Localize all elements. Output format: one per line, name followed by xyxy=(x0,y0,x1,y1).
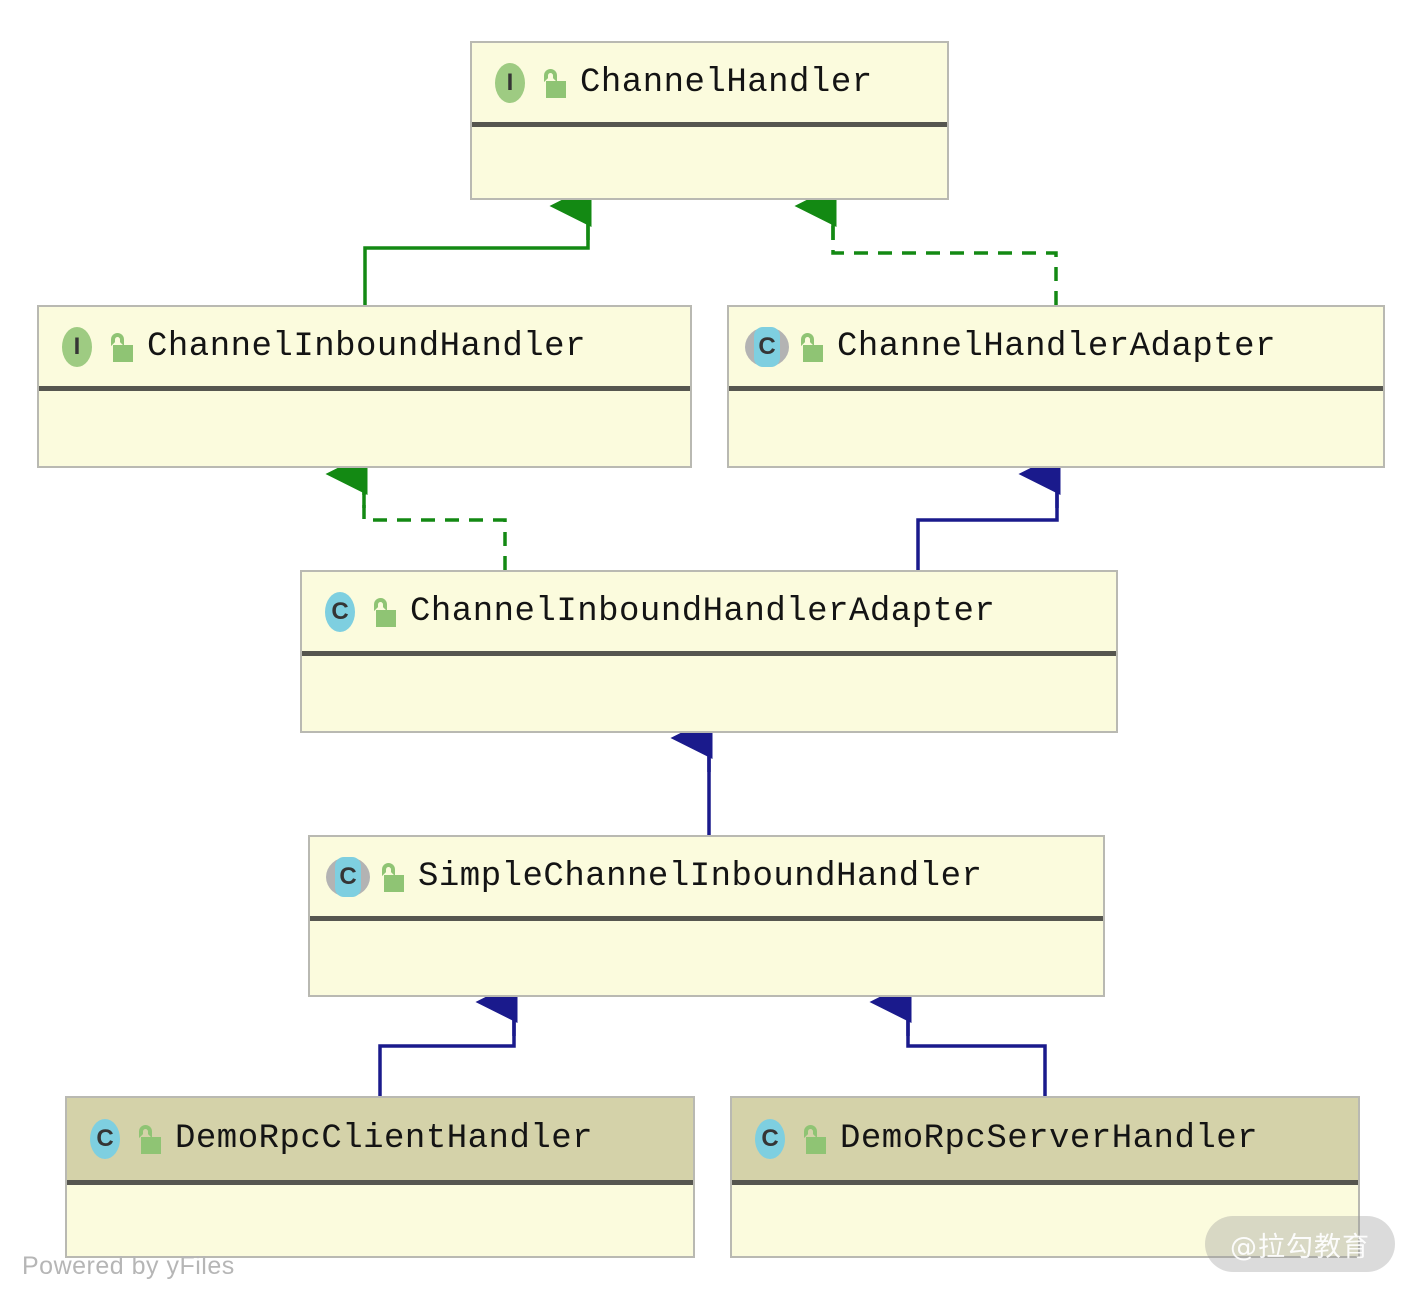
watermark-badge: @拉勾教育 xyxy=(1205,1216,1395,1272)
watermark-text: @拉勾教育 xyxy=(1230,1231,1370,1263)
uml-class-node-channel-inbound-handler-adapter[interactable]: C ChannelInboundHandlerAdapter xyxy=(300,570,1118,733)
node-title: ChannelInboundHandlerAdapter xyxy=(410,592,996,631)
powered-by-yfiles-label: Powered by yFiles xyxy=(22,1252,235,1280)
unlocked-padlock-icon xyxy=(797,332,823,362)
node-title: SimpleChannelInboundHandler xyxy=(418,857,983,896)
edge-channel-inbound-handler-adapter-to-channel-handler-adapter xyxy=(916,453,1061,570)
node-members-compartment xyxy=(310,921,1103,994)
uml-class-node-demo-rpc-client-handler[interactable]: C DemoRpcClientHandler xyxy=(65,1096,695,1258)
interface-icon: I xyxy=(55,325,99,369)
node-header: I ChannelInboundHandler xyxy=(39,307,690,391)
node-members-compartment xyxy=(472,127,947,197)
uml-class-node-demo-rpc-server-handler[interactable]: C DemoRpcServerHandler xyxy=(730,1096,1360,1258)
node-title: DemoRpcServerHandler xyxy=(840,1120,1259,1158)
node-header: C DemoRpcClientHandler xyxy=(67,1098,693,1185)
node-icon-group: I xyxy=(488,61,566,105)
node-members-compartment xyxy=(729,391,1383,465)
node-title: ChannelInboundHandler xyxy=(147,327,586,366)
node-members-compartment xyxy=(67,1185,693,1255)
node-header: C ChannelHandlerAdapter xyxy=(729,307,1383,391)
unlocked-padlock-icon xyxy=(800,1124,826,1154)
class-icon: C xyxy=(83,1117,127,1161)
uml-class-node-channel-handler-adapter[interactable]: C ChannelHandlerAdapter xyxy=(727,305,1385,468)
class-glyph: C xyxy=(758,332,776,360)
interface-glyph: I xyxy=(73,332,81,360)
unlocked-padlock-icon xyxy=(540,68,566,98)
uml-class-node-simple-channel-inbound-handler[interactable]: C SimpleChannelInboundHandler xyxy=(308,835,1105,997)
node-icon-group: I xyxy=(55,325,133,369)
interface-glyph: I xyxy=(506,68,514,96)
node-header: C ChannelInboundHandlerAdapter xyxy=(302,572,1116,656)
edge-demo-rpc-client-handler-to-simple-channel-inbound-handler xyxy=(378,981,518,1096)
class-glyph: C xyxy=(331,597,349,625)
abstract-class-icon: C xyxy=(326,855,370,899)
edge-channel-inbound-handler-to-channel-handler xyxy=(363,185,592,305)
node-members-compartment xyxy=(732,1185,1358,1255)
uml-class-node-channel-inbound-handler[interactable]: I ChannelInboundHandler xyxy=(37,305,692,468)
class-icon: C xyxy=(318,590,362,634)
node-icon-group: C xyxy=(318,590,396,634)
class-glyph: C xyxy=(96,1125,114,1152)
node-members-compartment xyxy=(39,391,690,465)
abstract-class-icon: C xyxy=(745,325,789,369)
unlocked-padlock-icon xyxy=(107,332,133,362)
node-icon-group: C xyxy=(83,1117,161,1161)
node-header: I ChannelHandler xyxy=(472,43,947,127)
unlocked-padlock-icon xyxy=(378,862,404,892)
edge-demo-rpc-server-handler-to-simple-channel-inbound-handler xyxy=(869,981,1047,1096)
node-icon-group: C xyxy=(745,325,823,369)
class-glyph: C xyxy=(339,862,357,890)
node-title: ChannelHandlerAdapter xyxy=(837,327,1276,366)
class-glyph: C xyxy=(761,1125,779,1152)
node-title: ChannelHandler xyxy=(580,63,873,102)
class-icon: C xyxy=(748,1117,792,1161)
unlocked-padlock-icon xyxy=(135,1124,161,1154)
node-members-compartment xyxy=(302,656,1116,730)
unlocked-padlock-icon xyxy=(370,597,396,627)
node-icon-group: C xyxy=(326,855,404,899)
edge-channel-handler-adapter-to-channel-handler xyxy=(794,185,1058,305)
uml-class-node-channel-handler[interactable]: I ChannelHandler xyxy=(470,41,949,200)
node-header: C DemoRpcServerHandler xyxy=(732,1098,1358,1185)
interface-icon: I xyxy=(488,61,532,105)
edge-channel-inbound-handler-adapter-to-channel-inbound-handler xyxy=(325,453,507,570)
node-title: DemoRpcClientHandler xyxy=(175,1120,594,1158)
node-header: C SimpleChannelInboundHandler xyxy=(310,837,1103,921)
node-icon-group: C xyxy=(748,1117,826,1161)
